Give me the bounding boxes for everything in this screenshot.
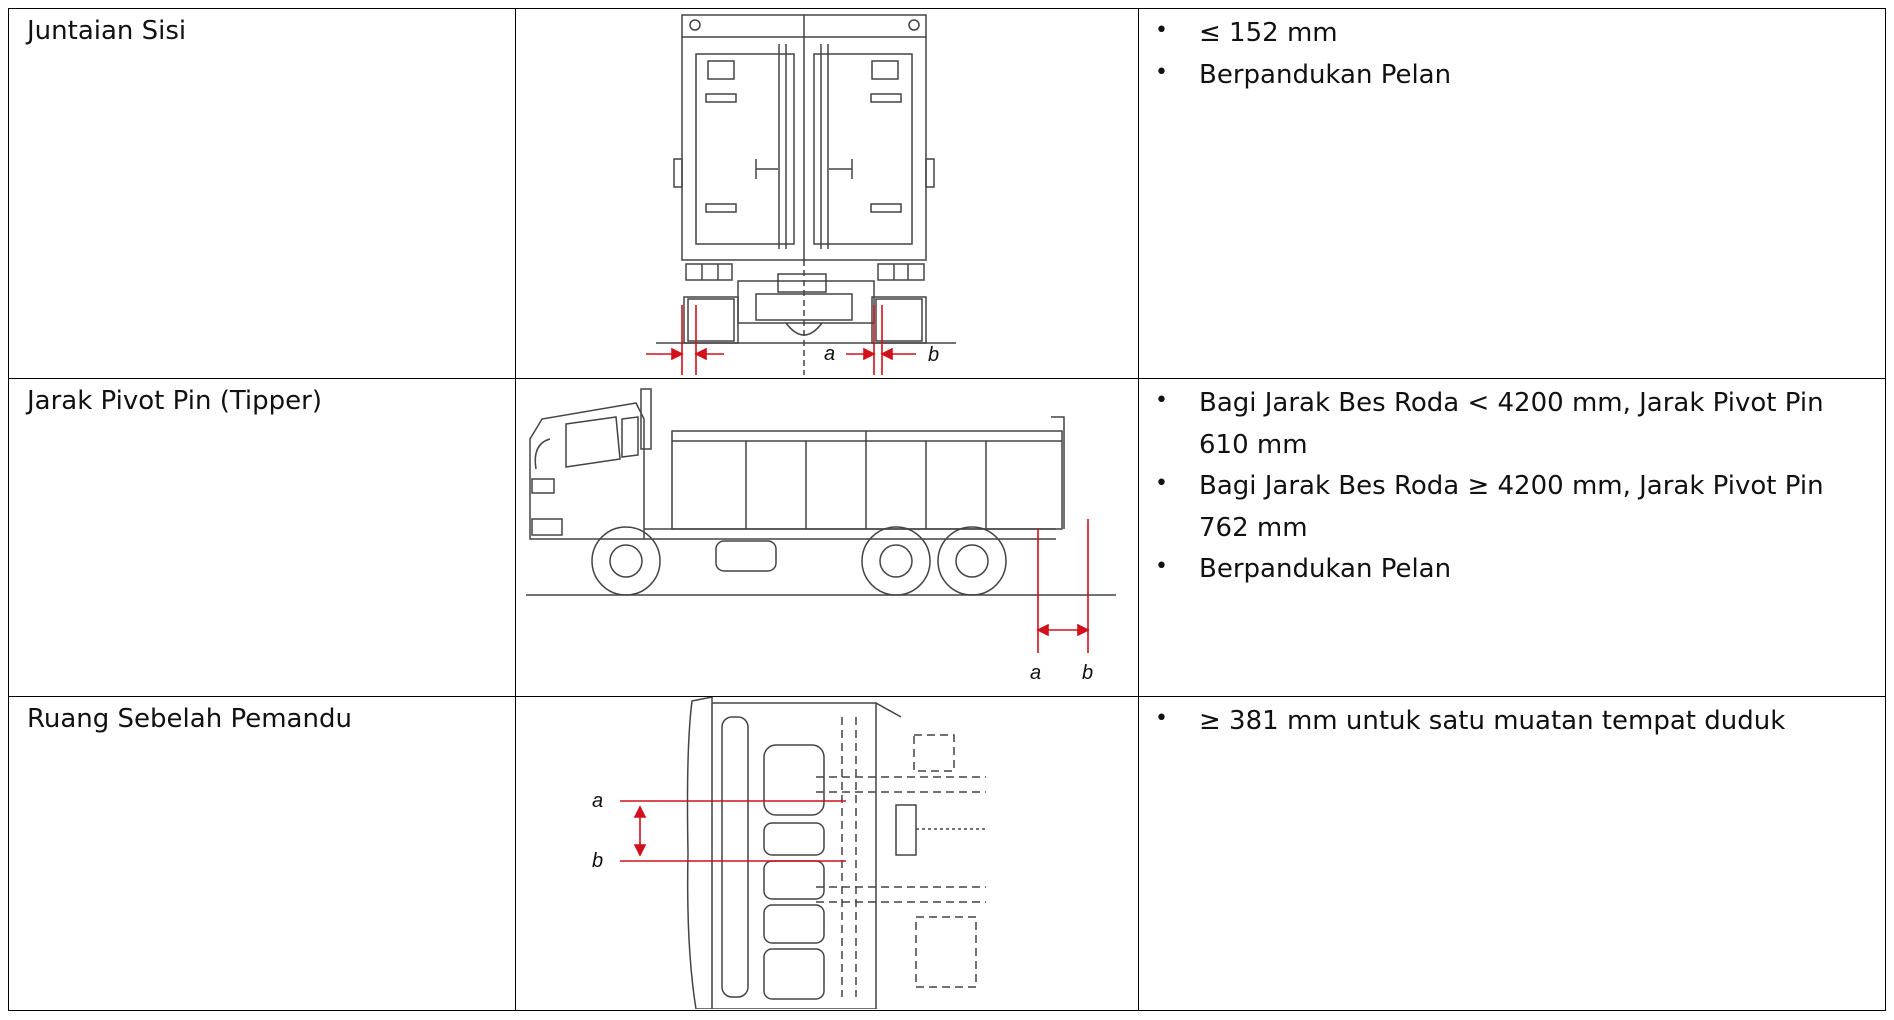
dimension-label-b: b	[1082, 662, 1093, 684]
row-label-cell: Ruang Sebelah Pemandu	[8, 696, 516, 1011]
row-notes-cell: ≤ 152 mm Berpandukan Pelan	[1138, 8, 1886, 379]
table-row: Jarak Pivot Pin (Tipper)	[8, 378, 1886, 697]
dimension-label-a: a	[592, 790, 603, 812]
list-item: Berpandukan Pelan	[1155, 55, 1875, 97]
row-label-cell: Jarak Pivot Pin (Tipper)	[8, 378, 516, 697]
dimension-label-a: a	[1030, 662, 1041, 684]
dimension-label-b: b	[928, 344, 939, 366]
row-label-cell: Juntaian Sisi	[8, 8, 516, 379]
cab-top-view-drawing: a b	[592, 697, 986, 1009]
figure-cell: a b	[515, 378, 1139, 697]
dimension-label-b: b	[592, 850, 603, 872]
notes-list: ≤ 152 mm Berpandukan Pelan	[1139, 9, 1885, 96]
row-label: Ruang Sebelah Pemandu	[27, 704, 352, 734]
row-label: Jarak Pivot Pin (Tipper)	[27, 386, 322, 416]
list-item: Bagi Jarak Bes Roda < 4200 mm, Jarak Piv…	[1155, 383, 1875, 466]
table-row: Ruang Sebelah Pemandu	[8, 696, 1886, 1011]
spec-table: Juntaian Sisi	[8, 8, 1886, 1011]
list-item: ≥ 381 mm untuk satu muatan tempat duduk	[1155, 701, 1875, 743]
row-label: Juntaian Sisi	[27, 16, 187, 46]
list-item: ≤ 152 mm	[1155, 13, 1875, 55]
table-row: Juntaian Sisi	[8, 8, 1886, 379]
list-item: Bagi Jarak Bes Roda ≥ 4200 mm, Jarak Piv…	[1155, 466, 1875, 549]
row-notes-cell: ≥ 381 mm untuk satu muatan tempat duduk	[1138, 696, 1886, 1011]
list-item: Berpandukan Pelan	[1155, 549, 1875, 591]
figure-cell: a b	[515, 696, 1139, 1011]
notes-list: ≥ 381 mm untuk satu muatan tempat duduk	[1139, 697, 1885, 743]
figure-cell: a b	[515, 8, 1139, 379]
notes-list: Bagi Jarak Bes Roda < 4200 mm, Jarak Piv…	[1139, 379, 1885, 591]
row-notes-cell: Bagi Jarak Bes Roda < 4200 mm, Jarak Piv…	[1138, 378, 1886, 697]
tipper-truck-side-view-drawing: a b	[526, 388, 1116, 684]
truck-rear-view-drawing: a b	[646, 14, 956, 375]
dimension-label-a: a	[824, 343, 835, 365]
